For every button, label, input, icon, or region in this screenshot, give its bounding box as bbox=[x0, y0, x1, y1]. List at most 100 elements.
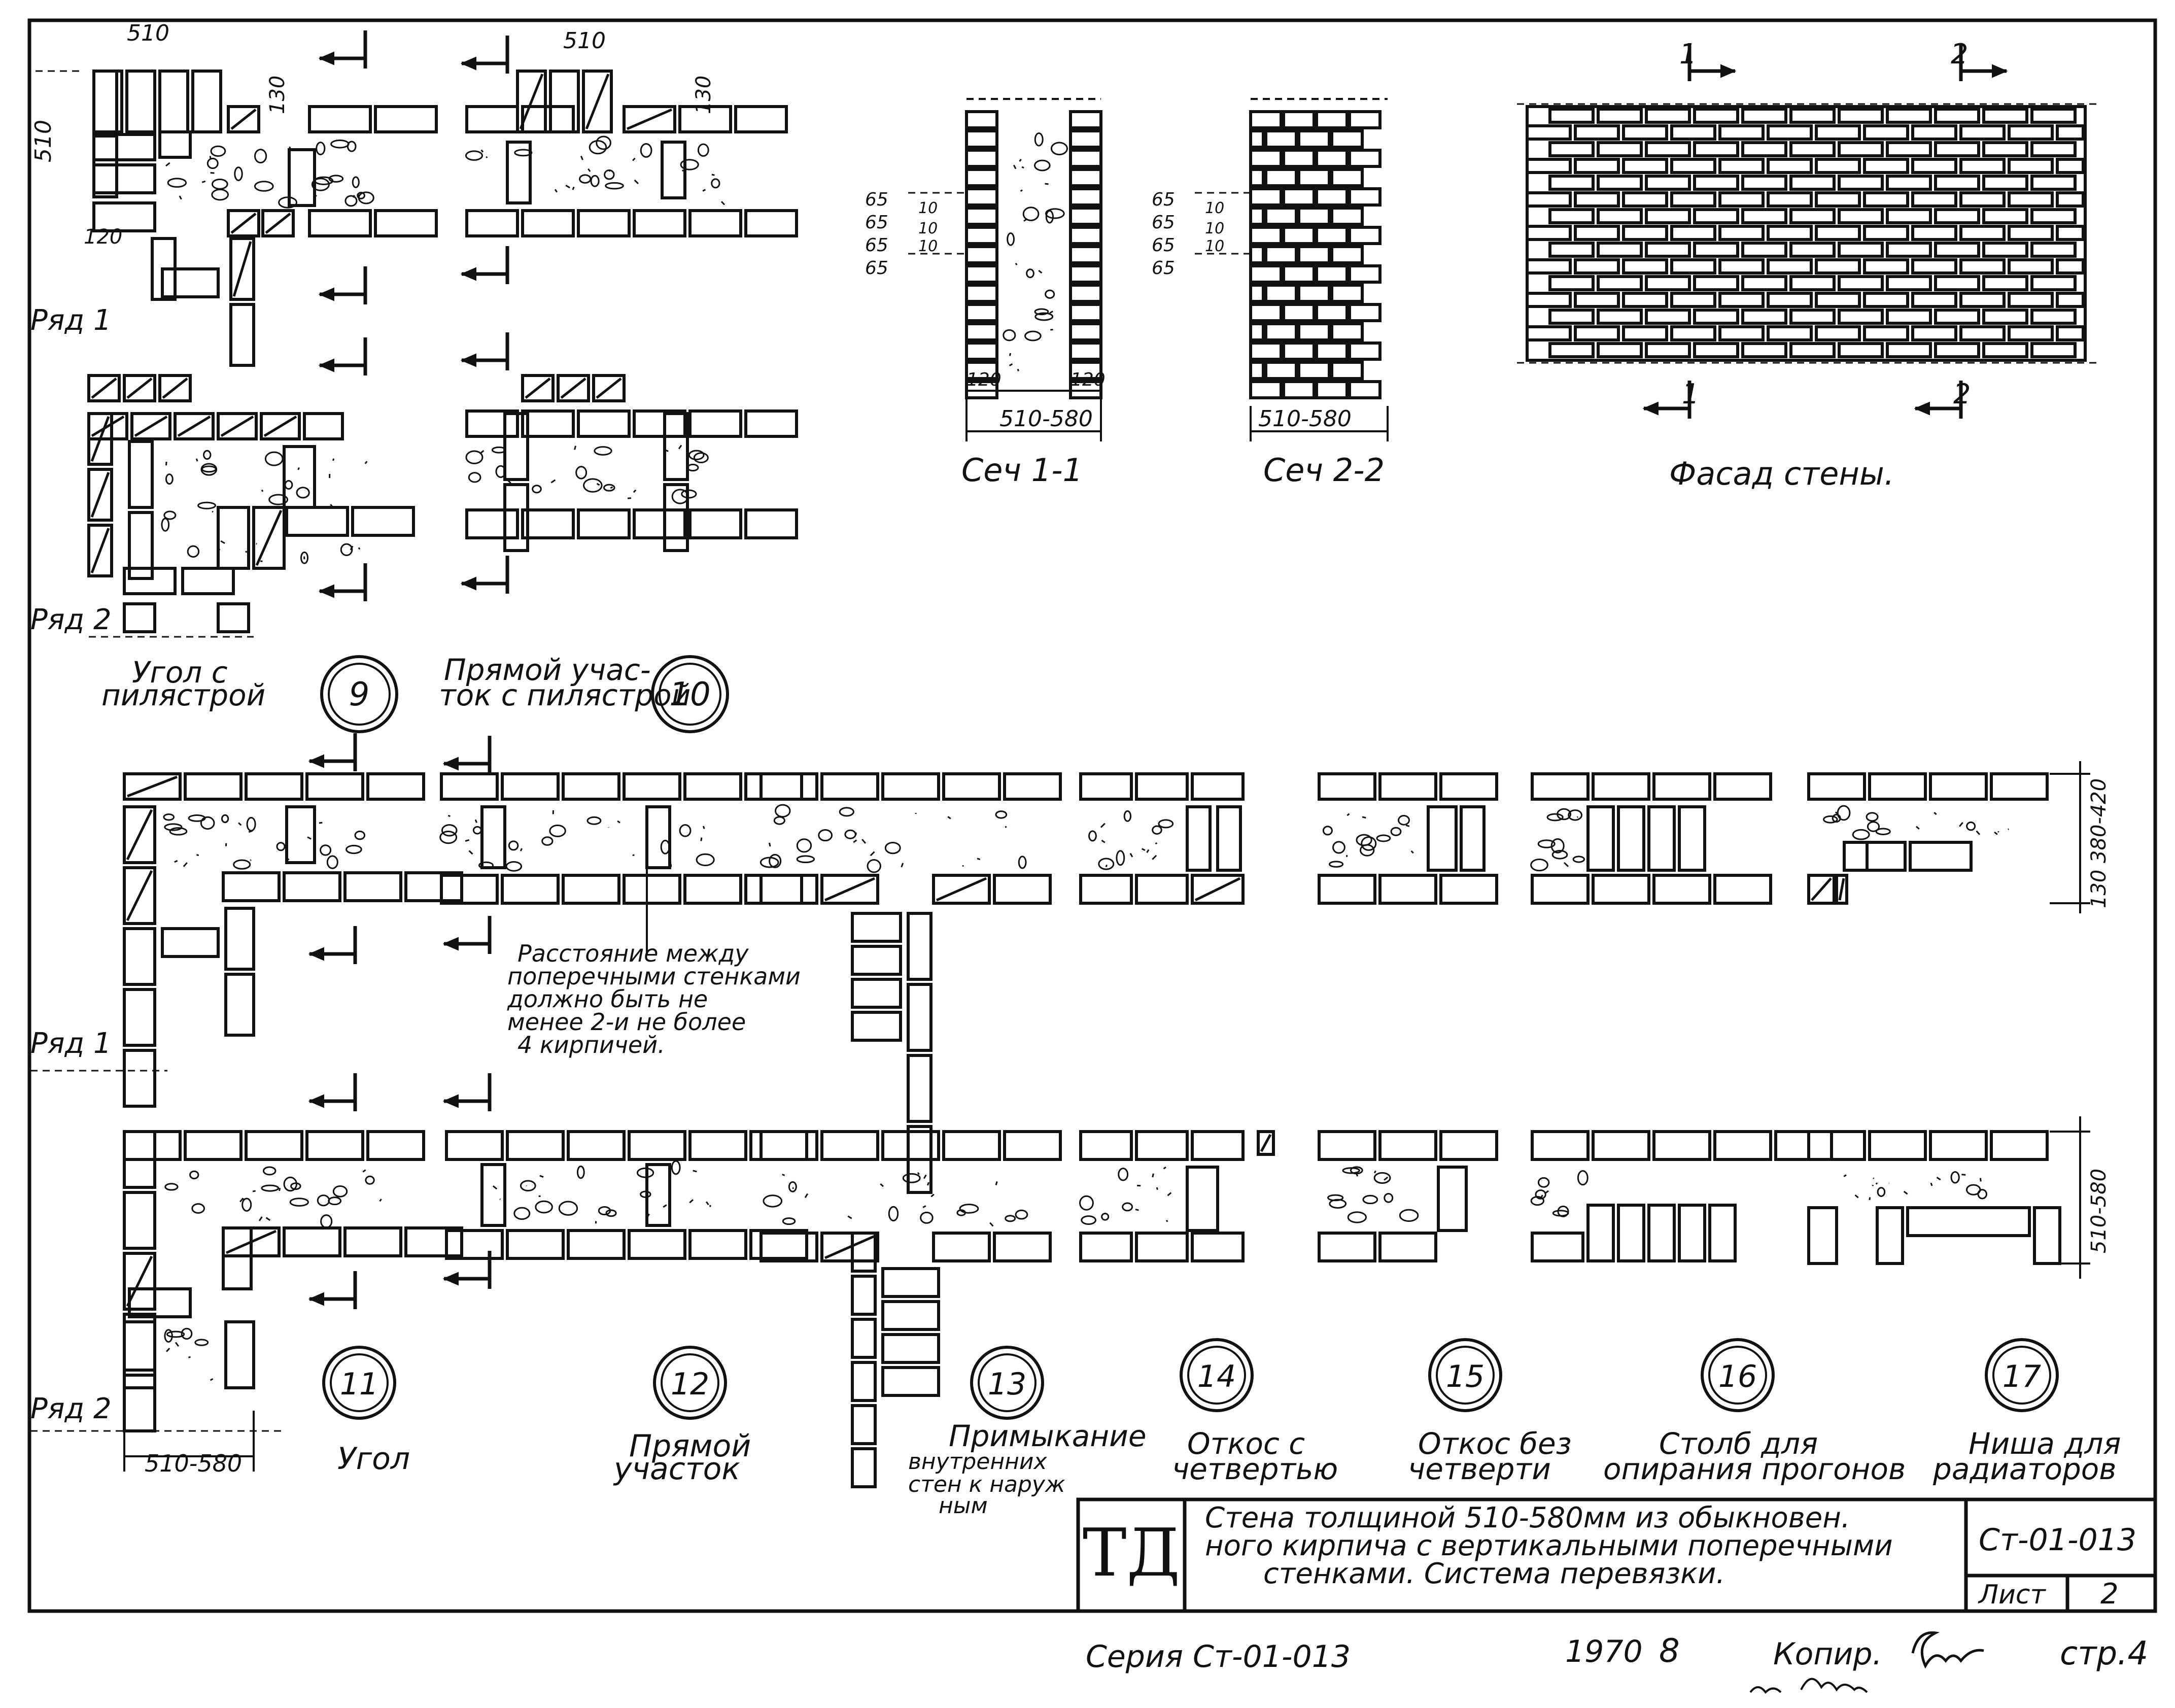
brick bbox=[1135, 1232, 1189, 1262]
brick bbox=[688, 1229, 747, 1260]
brick bbox=[1282, 149, 1316, 168]
row-1-label-top: Ряд 1 bbox=[30, 304, 112, 337]
brick-hatch bbox=[91, 415, 125, 437]
brick bbox=[1863, 292, 1909, 308]
brick bbox=[907, 983, 933, 1052]
filler-grain bbox=[880, 1183, 884, 1187]
brick bbox=[1318, 1130, 1376, 1161]
brick bbox=[521, 209, 575, 237]
brick bbox=[1597, 175, 1643, 191]
brick bbox=[2030, 242, 2077, 258]
sec22-h65-4: 65 bbox=[1152, 258, 1175, 279]
brick bbox=[1548, 141, 1595, 157]
brick bbox=[1693, 309, 1739, 325]
filler-grain bbox=[575, 466, 588, 480]
sec11-h65-2: 65 bbox=[865, 212, 888, 233]
brick bbox=[2033, 1206, 2061, 1265]
brick bbox=[480, 1163, 506, 1227]
filler-grain bbox=[1034, 308, 1049, 316]
brick bbox=[1135, 874, 1189, 905]
filler-grain bbox=[354, 830, 366, 840]
brick bbox=[2008, 225, 2054, 241]
filler-grain bbox=[640, 1190, 651, 1198]
cut-brick bbox=[174, 412, 215, 440]
brick bbox=[1592, 1130, 1650, 1161]
brick bbox=[283, 445, 316, 509]
title-line-3: стенками. Система перевязки. bbox=[1263, 1557, 1725, 1590]
caption-10-line2: ток с пилястрой bbox=[439, 678, 691, 712]
brick bbox=[191, 70, 222, 133]
brick bbox=[567, 1229, 626, 1260]
brick bbox=[1297, 284, 1331, 303]
filler-grain bbox=[594, 446, 612, 456]
brick bbox=[1249, 322, 1265, 341]
filler-grain bbox=[1854, 1194, 1859, 1199]
caption-14-line2: четвертью bbox=[1172, 1452, 1338, 1486]
filler-grain bbox=[759, 857, 779, 868]
brick bbox=[224, 1320, 255, 1389]
brick bbox=[1713, 874, 1772, 905]
filler-grain bbox=[218, 548, 221, 551]
dim-130-a: 130 bbox=[266, 76, 289, 114]
brick bbox=[965, 168, 998, 187]
filler-grain bbox=[1875, 828, 1891, 835]
caption-10-line1: Прямой учас- bbox=[444, 653, 651, 687]
detail-number-15-text: 15 bbox=[1446, 1359, 1484, 1394]
brick bbox=[577, 508, 631, 539]
brick bbox=[1216, 805, 1242, 872]
filler-grain bbox=[926, 1182, 929, 1186]
brick bbox=[1815, 191, 1861, 208]
filler-grain bbox=[1537, 1177, 1550, 1188]
brick bbox=[404, 871, 463, 902]
brick bbox=[1574, 292, 1620, 308]
filler-grain bbox=[191, 1203, 205, 1214]
brick bbox=[2008, 292, 2054, 308]
filler-grain bbox=[465, 450, 484, 464]
brick bbox=[374, 209, 438, 237]
brick bbox=[1911, 124, 1957, 141]
filler-grain bbox=[796, 855, 815, 864]
brick-hatch bbox=[91, 378, 117, 399]
cut-brick bbox=[227, 105, 260, 133]
brick-hatch bbox=[1194, 877, 1241, 902]
filler-grain bbox=[774, 804, 791, 818]
brick bbox=[1741, 175, 1787, 191]
filler-grain bbox=[1019, 159, 1022, 162]
filler-grain bbox=[1088, 830, 1097, 842]
brick bbox=[1282, 110, 1316, 129]
brick bbox=[1330, 207, 1364, 226]
filler-grain bbox=[549, 824, 566, 837]
filler-grain bbox=[165, 1347, 170, 1352]
brick bbox=[1645, 342, 1691, 358]
filler-grain bbox=[307, 836, 312, 840]
sec11-h65-3: 65 bbox=[865, 235, 888, 256]
brick bbox=[1348, 110, 1382, 129]
brick bbox=[1069, 149, 1102, 168]
filler-grain bbox=[598, 1206, 611, 1216]
filler-grain bbox=[357, 192, 365, 199]
brick bbox=[759, 874, 818, 905]
cut-brick bbox=[557, 374, 590, 402]
brick bbox=[1597, 309, 1643, 325]
brick bbox=[1647, 1204, 1676, 1262]
dim-510-left: 510 bbox=[30, 120, 56, 162]
brick bbox=[1330, 361, 1364, 380]
brick bbox=[1693, 275, 1739, 291]
brick bbox=[1378, 874, 1437, 905]
filler-grain bbox=[165, 473, 174, 485]
filler-grain bbox=[610, 486, 613, 489]
filler-grain bbox=[632, 854, 635, 857]
footer-copied-by: Копир. bbox=[1773, 1636, 1882, 1672]
filler-grain bbox=[1007, 232, 1015, 246]
filler-grain bbox=[1361, 836, 1377, 851]
brick bbox=[1548, 175, 1595, 191]
brick bbox=[1531, 874, 1590, 905]
dim-510-a: 510 bbox=[127, 20, 169, 46]
filler-grain bbox=[1079, 1195, 1094, 1211]
filler-grain bbox=[689, 1199, 694, 1204]
filler-grain bbox=[1122, 1202, 1133, 1212]
filler-grain bbox=[320, 1214, 333, 1228]
brick bbox=[1249, 361, 1265, 380]
brick bbox=[308, 105, 372, 133]
brick bbox=[965, 341, 998, 361]
